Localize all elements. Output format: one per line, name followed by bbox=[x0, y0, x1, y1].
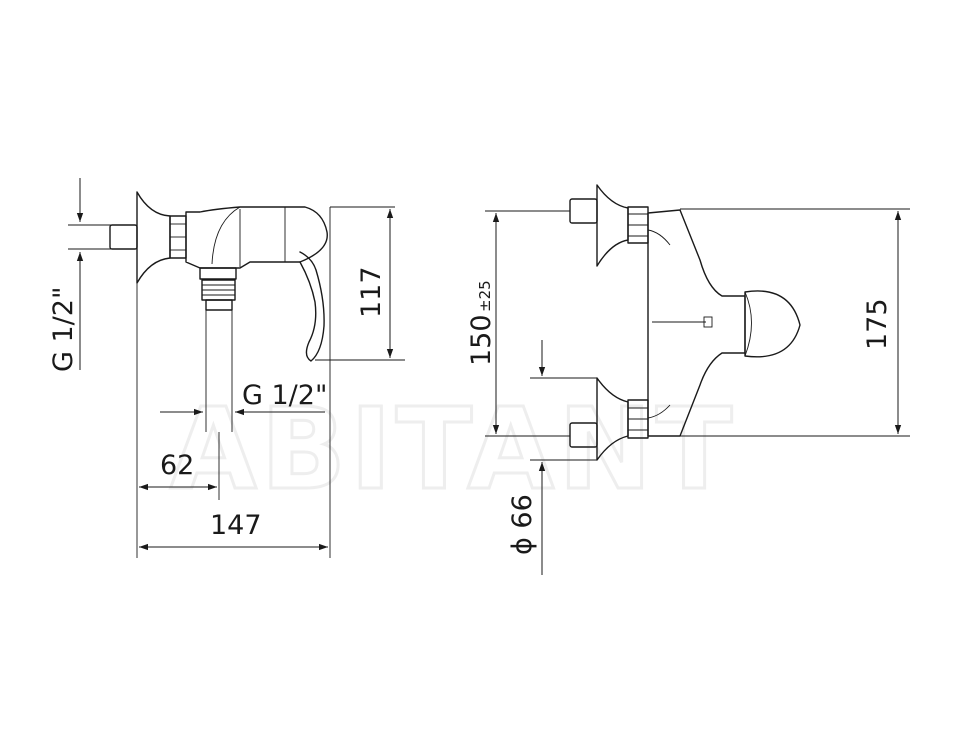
lever-handle bbox=[299, 251, 325, 362]
dim-center-tolerance-label: ±25 bbox=[476, 280, 494, 312]
dim-center-distance-label: 150 bbox=[466, 314, 497, 366]
hex-nut bbox=[169, 215, 187, 259]
side-view: G 1/2" 117 G 1/2" 62 147 bbox=[48, 178, 405, 558]
wall-rosette bbox=[136, 191, 171, 284]
dim-rosette-diameter-label: ϕ 66 bbox=[507, 494, 538, 555]
mixer-body bbox=[185, 206, 328, 269]
upper-rosette bbox=[596, 184, 629, 267]
dim-inlet-thread-label: G 1/2" bbox=[48, 287, 79, 372]
dim-outlet-thread-label: G 1/2" bbox=[242, 380, 327, 411]
upper-hex-nut bbox=[627, 206, 649, 244]
dim-height-label: 175 bbox=[862, 298, 893, 350]
outlet-connector bbox=[199, 267, 237, 311]
dim-offset-label: 62 bbox=[160, 450, 194, 481]
watermark-text: ABITANT bbox=[170, 385, 736, 515]
dim-height-label: 117 bbox=[356, 266, 387, 318]
handle-dome bbox=[744, 290, 801, 358]
upper-inlet-stub bbox=[569, 198, 598, 224]
dim-depth-label: 147 bbox=[210, 510, 262, 541]
inlet-pipe-stub bbox=[109, 224, 138, 250]
front-view: 150 ±25 175 ϕ 66 bbox=[466, 184, 910, 575]
body-sweep bbox=[211, 206, 241, 265]
